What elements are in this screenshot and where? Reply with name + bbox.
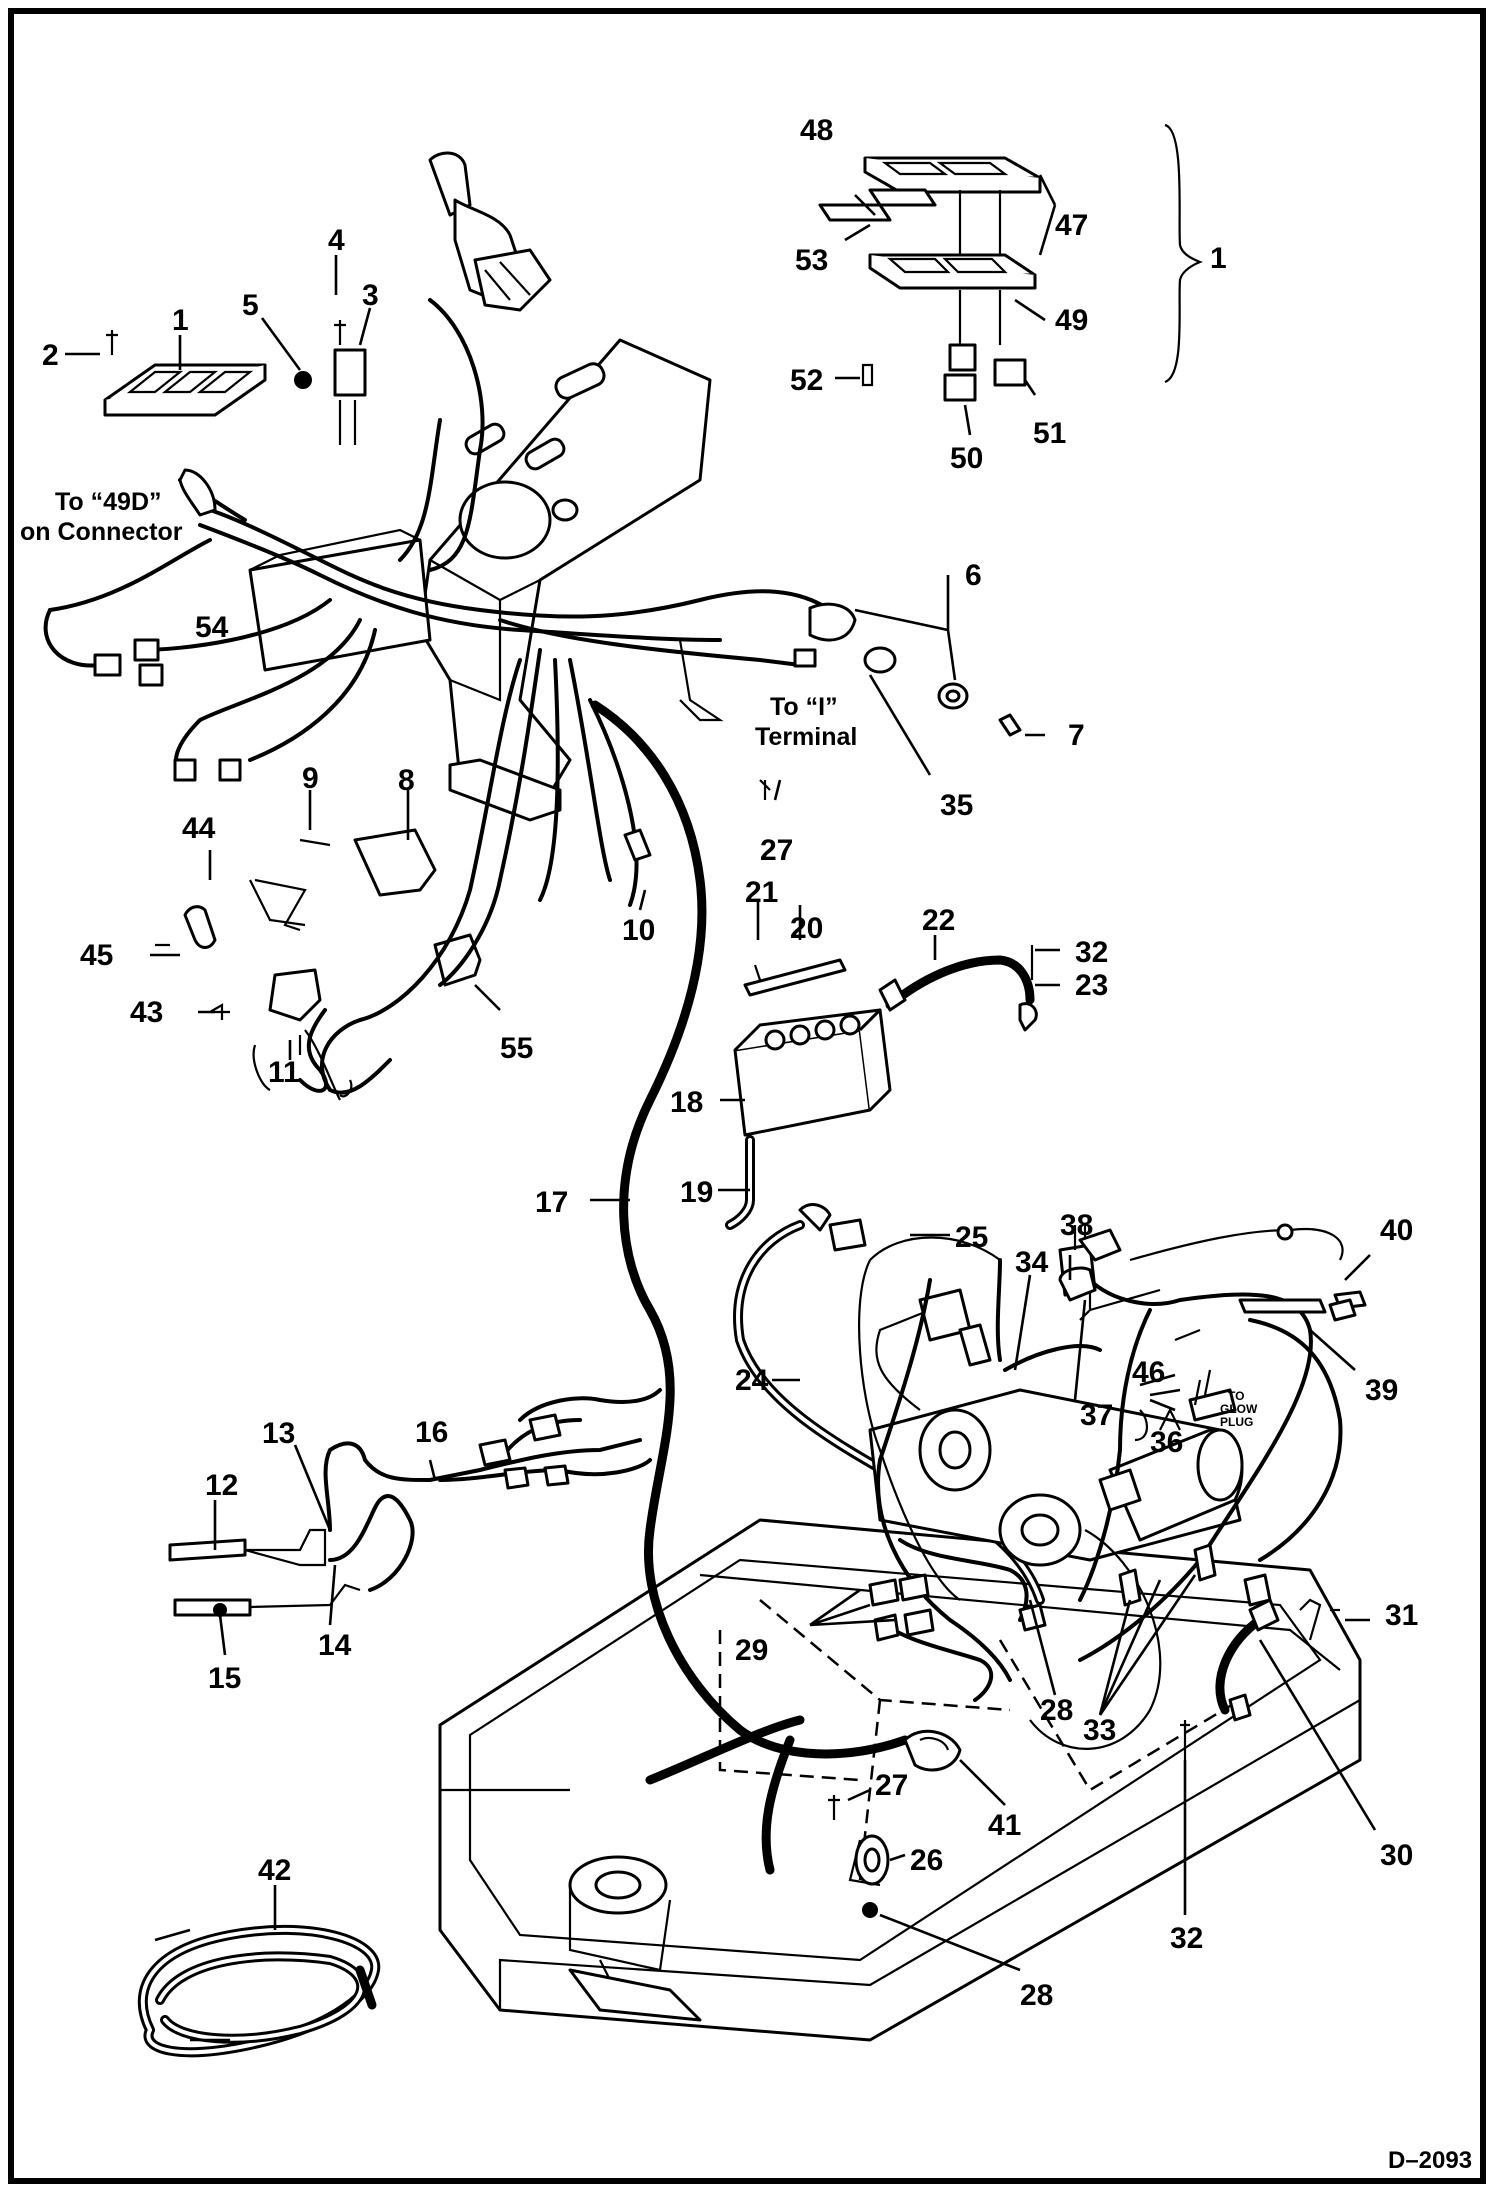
callout-39: 39: [1365, 1374, 1398, 1407]
callout-27-lower: 27: [875, 1769, 908, 1802]
battery-cable-main: [590, 700, 910, 1875]
control-console: [418, 338, 724, 822]
glow-note-line2: GLOW: [1220, 1402, 1258, 1416]
callout-6: 6: [965, 559, 982, 592]
wire-bundle: [137, 1924, 381, 2058]
callout-14: 14: [318, 1629, 352, 1662]
callout-32-lower: 32: [1170, 1922, 1203, 1955]
callout-22: 22: [922, 904, 955, 937]
switch-panel: [103, 320, 367, 445]
callout-18: 18: [670, 1086, 703, 1119]
engine-assembly: [858, 1223, 1367, 1750]
callout-11: 11: [268, 1056, 300, 1089]
callout-20: 20: [790, 912, 823, 945]
callout-5: 5: [242, 289, 259, 322]
callout-4: 4: [328, 224, 345, 257]
callout-44: 44: [182, 812, 216, 845]
callout-10: 10: [622, 914, 655, 947]
callout-32-upper: 32: [1075, 936, 1108, 969]
callout-28-lower: 28: [1020, 1979, 1053, 2012]
leader-lines: [65, 174, 1377, 2042]
callout-8: 8: [398, 764, 415, 797]
callout-38: 38: [1060, 1209, 1093, 1242]
callout-49: 49: [1055, 304, 1088, 337]
callout-37: 37: [1080, 1399, 1113, 1432]
callout-55: 55: [500, 1032, 533, 1065]
glow-note-line3: PLUG: [1220, 1415, 1253, 1429]
callout-48: 48: [800, 114, 833, 147]
callout-13: 13: [262, 1417, 295, 1450]
callout-40: 40: [1380, 1214, 1413, 1247]
callout-46: 46: [1132, 1356, 1165, 1389]
connector-note-line1: To “49D”: [55, 488, 162, 516]
callout-16: 16: [415, 1416, 448, 1449]
joystick: [428, 151, 552, 312]
callout-labels: 1 1 2 3 4 5 6 7 8 9 10 11 12 13 14 15 16…: [42, 114, 1418, 2012]
callout-28-upper: 28: [1040, 1694, 1073, 1727]
callout-1-group: 1: [1210, 242, 1227, 275]
connector-note-line2: on Connector: [20, 518, 183, 546]
callout-12: 12: [205, 1469, 238, 1502]
callout-3: 3: [362, 279, 379, 312]
callout-1: 1: [172, 304, 189, 337]
horn: [828, 1795, 890, 1918]
upper-harness: [43, 298, 857, 782]
callout-41: 41: [988, 1809, 1021, 1842]
callout-9: 9: [302, 762, 319, 795]
callout-15: 15: [208, 1662, 241, 1695]
grommet-hardware: [863, 646, 1022, 737]
callout-17: 17: [535, 1186, 568, 1219]
middle-left-harness: [183, 648, 652, 1095]
callout-31: 31: [1385, 1599, 1418, 1632]
callout-42: 42: [258, 1854, 291, 1887]
figure-id: D–2093: [1388, 2147, 1472, 2174]
callout-2: 2: [42, 339, 59, 372]
callout-36: 36: [1150, 1426, 1183, 1459]
callout-34: 34: [1015, 1246, 1049, 1279]
callout-54: 54: [195, 611, 229, 644]
callout-53: 53: [795, 244, 828, 277]
callout-24: 24: [735, 1364, 769, 1397]
callout-35: 35: [940, 789, 973, 822]
callout-33: 33: [1083, 1714, 1116, 1747]
callout-23: 23: [1075, 969, 1108, 1002]
callout-29: 29: [735, 1634, 768, 1667]
callout-26: 26: [910, 1844, 943, 1877]
callout-27-upper: 27: [760, 834, 793, 867]
callout-21: 21: [745, 876, 778, 909]
callout-51: 51: [1033, 417, 1066, 450]
lower-left-harness: [168, 1388, 662, 1617]
callout-25: 25: [955, 1221, 988, 1254]
diagram-notes: To “49D” on Connector To “I” Terminal TO…: [20, 488, 1472, 2174]
callout-7: 7: [1068, 719, 1085, 752]
switch-assembly-detail: [818, 123, 1203, 402]
callout-30: 30: [1380, 1839, 1413, 1872]
callout-19: 19: [680, 1176, 713, 1209]
callout-45: 45: [80, 939, 113, 972]
terminal-note-line1: To “I”: [770, 693, 838, 721]
callout-43: 43: [130, 996, 163, 1029]
callout-47: 47: [1055, 209, 1088, 242]
callout-52: 52: [790, 364, 823, 397]
engine-accessories: [903, 1228, 1357, 1772]
left-hardware: [155, 779, 771, 1101]
terminal-note-line2: Terminal: [755, 723, 857, 751]
glow-note-line1: TO: [1228, 1389, 1244, 1403]
callout-50: 50: [950, 442, 983, 475]
